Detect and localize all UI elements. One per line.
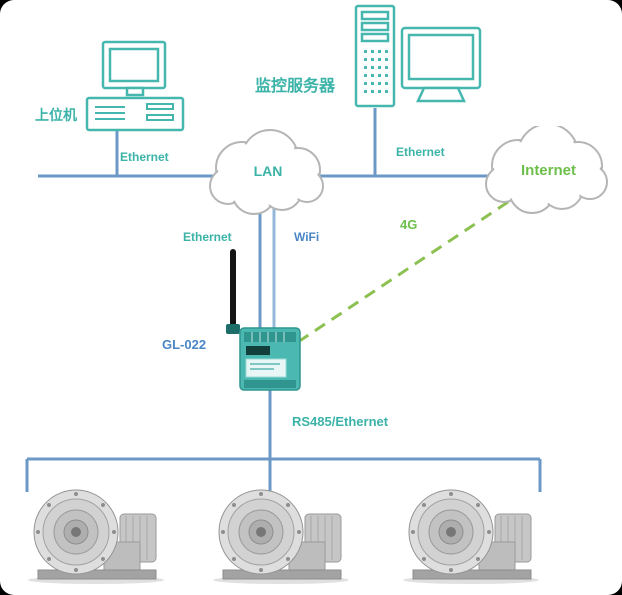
antenna-icon	[230, 250, 236, 334]
host-computer-label: 上位机	[35, 107, 77, 123]
fieldbus-label: RS485/Ethernet	[292, 414, 389, 429]
lan-cloud	[209, 129, 324, 215]
ethernet-label-gateway: Ethernet	[183, 230, 232, 244]
internet-cloud	[485, 126, 608, 214]
wifi-label: WiFi	[294, 230, 320, 244]
fan-image	[27, 489, 165, 585]
internet-label: Internet	[520, 162, 576, 179]
ethernet-label-host: Ethernet	[120, 150, 169, 164]
monitor-server-label: 监控服务器	[255, 78, 336, 95]
gateway-model-label: GL-022	[162, 337, 207, 352]
fan-image	[212, 489, 350, 585]
gateway-icon	[226, 249, 301, 391]
lan-label: LAN	[253, 163, 283, 179]
cellular-4g-link-line	[297, 200, 509, 344]
cellular-4g-label: 4G	[400, 217, 418, 232]
host-computer-icon	[85, 40, 185, 132]
fan-image	[402, 489, 540, 585]
monitor-server-icon	[354, 4, 482, 108]
ethernet-label-server: Ethernet	[396, 145, 445, 159]
